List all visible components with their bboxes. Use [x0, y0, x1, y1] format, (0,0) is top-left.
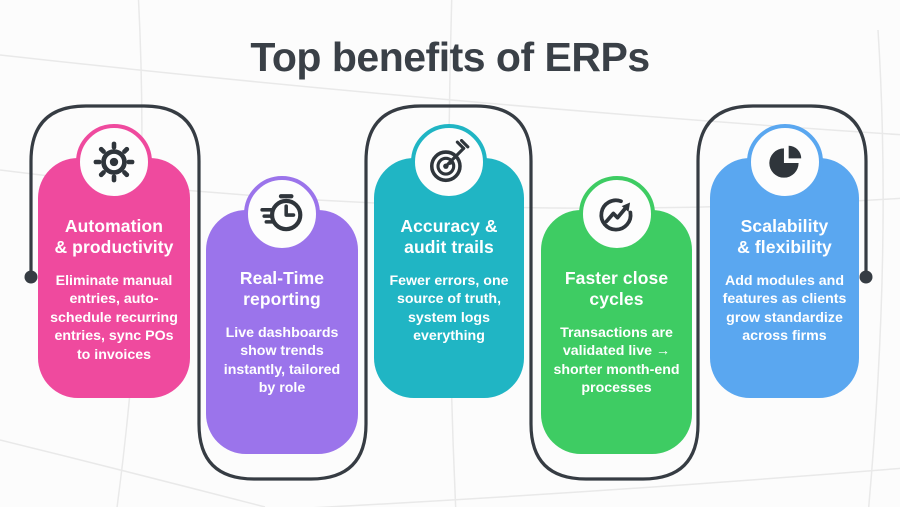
card-title: Real-Time reporting	[239, 268, 325, 310]
card-title: Scalability & flexibility	[737, 216, 832, 258]
stopwatch-icon	[260, 194, 303, 232]
card-icon-circle	[244, 176, 320, 252]
benefit-card-accuracy: Accuracy & audit trails Fewer errors, on…	[374, 124, 524, 398]
card-body: Live dashboards show trends instantly, t…	[223, 324, 341, 397]
card-body: Fewer errors, one source of truth, syste…	[389, 272, 509, 345]
benefit-card-close-cycles: Faster close cycles Transactions are val…	[541, 176, 692, 454]
card-title: Faster close cycles	[564, 268, 669, 310]
card-body: Add modules and features as clients grow…	[722, 272, 847, 345]
end-dot	[859, 270, 873, 284]
page-title: Top benefits of ERPs	[250, 34, 650, 80]
target-arrow-icon	[429, 139, 470, 183]
card-icon-circle	[578, 176, 655, 252]
card-icon-circle	[411, 124, 487, 200]
card-icon-circle	[746, 124, 823, 200]
card-title: Automation & productivity	[54, 216, 174, 258]
benefit-card-reporting: Real-Time reporting Live dashboards show…	[206, 176, 358, 454]
serpentine-line	[29, 104, 868, 481]
card-body: Eliminate manual entries, auto- schedule…	[50, 272, 178, 363]
benefit-card-automation: Automation & productivity Eliminate manu…	[38, 124, 190, 398]
pie-chart-icon	[768, 145, 801, 178]
trend-up-circle-icon	[598, 198, 632, 232]
gear-icon	[93, 141, 135, 183]
benefit-card-scalability: Scalability & flexibility Add modules an…	[710, 124, 859, 398]
card-body: Transactions are validated live → shorte…	[553, 324, 680, 397]
start-dot	[24, 270, 38, 284]
card-icon-circle	[76, 124, 152, 200]
card-title: Accuracy & audit trails	[400, 216, 498, 258]
